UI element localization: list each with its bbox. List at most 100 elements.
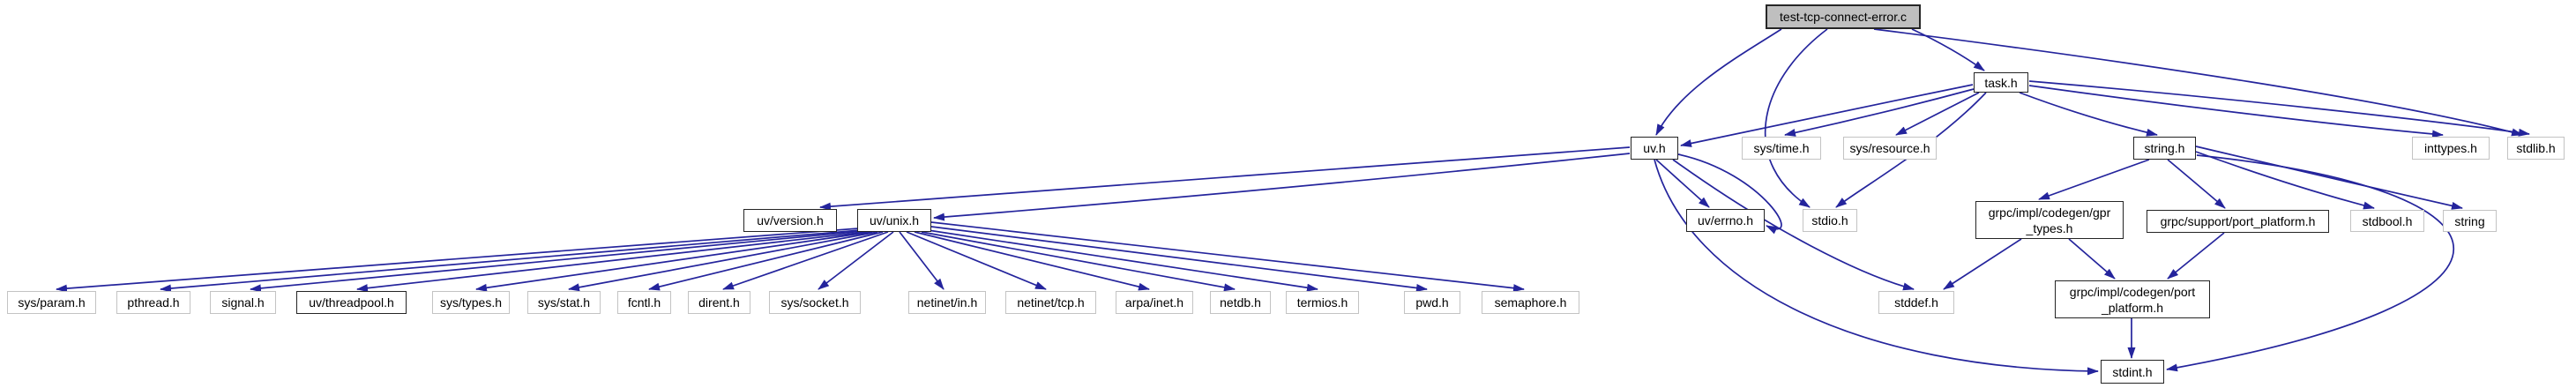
node-root: test-tcp-connect-error.c: [1766, 4, 1921, 29]
node-label-dirent: dirent.h: [698, 295, 740, 310]
edge-uv-uvversion: [819, 146, 1631, 211]
node-label-termios: termios.h: [1296, 295, 1348, 310]
node-label-netinettcp: netinet/tcp.h: [1017, 295, 1085, 310]
edge-uvunix-semaphore: [930, 221, 1525, 293]
node-uvversion[interactable]: uv/version.h: [743, 209, 837, 232]
node-stdint[interactable]: stdint.h: [2101, 360, 2164, 384]
node-label-arpainet: arpa/inet.h: [1124, 295, 1184, 310]
edge-uvunix-threadpool: [356, 231, 868, 293]
edge-stringh-gsupport: [2167, 159, 2226, 209]
node-stringp: string: [2443, 210, 2497, 232]
edge-uv-uverrno: [1677, 153, 1782, 235]
node-arpainet: arpa/inet.h: [1116, 291, 1193, 314]
node-label-threadpool: uv/threadpool.h: [309, 295, 394, 310]
node-label-stdlib: stdlib.h: [2516, 141, 2556, 155]
edge-uvunix-pwd: [930, 226, 1428, 292]
node-label-signal: signal.h: [221, 295, 265, 310]
edge-root-uv: [1655, 28, 1782, 136]
node-label-semaphore: semaphore.h: [1494, 295, 1567, 310]
node-pthread: pthread.h: [116, 291, 190, 314]
node-uverrno[interactable]: uv/errno.h: [1686, 209, 1765, 232]
node-label-fcntl: fcntl.h: [627, 295, 661, 310]
node-uv[interactable]: uv.h: [1631, 137, 1678, 160]
node-stdio: stdio.h: [1803, 209, 1857, 232]
edge-task-sysresource: [1895, 92, 1980, 136]
node-gcodegen[interactable]: grpc/impl/codegen/port _platform.h: [2055, 280, 2210, 318]
edge-task-systime: [1784, 88, 1975, 137]
edge-stringh-gprtypes: [2038, 159, 2150, 200]
node-label-pwd: pwd.h: [1415, 295, 1449, 310]
node-netinettcp: netinet/tcp.h: [1005, 291, 1096, 314]
node-label-uv: uv.h: [1643, 141, 1666, 155]
edge-uvunix-sysparam: [56, 228, 860, 293]
node-label-pthread: pthread.h: [127, 295, 180, 310]
node-label-sysparam: sys/param.h: [18, 295, 86, 310]
edge-task-stdlib: [2028, 80, 2530, 137]
node-stddef: stddef.h: [1878, 291, 1954, 314]
node-sysparam: sys/param.h: [7, 291, 96, 314]
node-label-gcodegen: grpc/impl/codegen/port _platform.h: [2069, 284, 2196, 315]
node-label-stdint: stdint.h: [2112, 364, 2153, 379]
edge-uvunix-systypes: [475, 231, 873, 292]
node-inttypes: inttypes.h: [2412, 137, 2490, 160]
edge-uv-uvunix: [933, 153, 1631, 221]
node-stringh[interactable]: string.h: [2133, 137, 2196, 160]
node-label-syssocket: sys/socket.h: [780, 295, 849, 310]
edge-uvunix-sysstat: [568, 231, 878, 292]
node-label-uvunix: uv/unix.h: [869, 213, 920, 228]
node-label-stddef: stddef.h: [1894, 295, 1938, 310]
node-netdb: netdb.h: [1210, 291, 1271, 314]
node-label-netinetin: netinet/in.h: [916, 295, 978, 310]
node-sysstat: sys/stat.h: [527, 291, 601, 314]
node-signal: signal.h: [210, 291, 276, 314]
edge-task-inttypes: [2028, 85, 2444, 138]
edge-uvunix-netinetin: [899, 231, 945, 290]
node-label-stringh: string.h: [2144, 141, 2185, 155]
node-stdlib: stdlib.h: [2507, 137, 2565, 160]
node-stdbool: stdbool.h: [2350, 210, 2424, 232]
node-threadpool[interactable]: uv/threadpool.h: [296, 291, 407, 314]
node-sysresource: sys/resource.h: [1843, 137, 1937, 160]
edge-uvunix-syssocket: [818, 231, 894, 290]
node-task[interactable]: task.h: [1974, 72, 2028, 93]
node-semaphore: semaphore.h: [1482, 291, 1579, 314]
node-label-sysstat: sys/stat.h: [537, 295, 591, 310]
node-label-systime: sys/time.h: [1753, 141, 1810, 155]
edge-root-stdlib: [1873, 28, 2523, 137]
node-label-stdbool: stdbool.h: [2362, 213, 2413, 228]
node-label-uverrno: uv/errno.h: [1697, 213, 1754, 228]
node-netinetin: netinet/in.h: [908, 291, 986, 314]
node-syssocket: sys/socket.h: [769, 291, 861, 314]
node-label-inttypes: inttypes.h: [2424, 141, 2477, 155]
node-label-task: task.h: [1984, 75, 2018, 90]
node-gprtypes[interactable]: grpc/impl/codegen/gpr _types.h: [1975, 201, 2124, 239]
edge-uvunix-signal: [250, 230, 864, 293]
edge-stringh-stdint: [2166, 154, 2454, 372]
edge-task-stringh: [2019, 92, 2158, 137]
edge-root-stdio: [1764, 28, 1828, 208]
node-systypes: sys/types.h: [432, 291, 510, 314]
node-uvunix[interactable]: uv/unix.h: [857, 209, 931, 232]
node-label-gsupport: grpc/support/port_platform.h: [2160, 214, 2316, 228]
edge-uvunix-dirent: [722, 231, 889, 290]
edge-task-stdio: [1835, 92, 1987, 208]
edge-uvunix-netdb: [921, 231, 1236, 292]
edge-uvunix-fcntl: [648, 231, 884, 291]
edge-stringh-stdbool: [2195, 151, 2375, 210]
edge-uvunix-netinettcp: [906, 231, 1047, 290]
node-systime: sys/time.h: [1742, 137, 1821, 160]
edge-uv-stdint: [1654, 159, 2099, 376]
node-termios: termios.h: [1286, 291, 1359, 314]
node-label-uvversion: uv/version.h: [757, 213, 824, 228]
edge-gsupport-gcodegen: [2167, 232, 2225, 280]
edge-uvunix-termios: [927, 229, 1318, 292]
node-pwd: pwd.h: [1404, 291, 1460, 314]
node-dirent: dirent.h: [688, 291, 750, 314]
node-label-sysresource: sys/resource.h: [1849, 141, 1930, 155]
node-label-stdio: stdio.h: [1811, 213, 1848, 228]
edge-uv-uverrno: [1655, 159, 1710, 208]
node-fcntl: fcntl.h: [617, 291, 671, 314]
node-gsupport[interactable]: grpc/support/port_platform.h: [2147, 210, 2329, 233]
